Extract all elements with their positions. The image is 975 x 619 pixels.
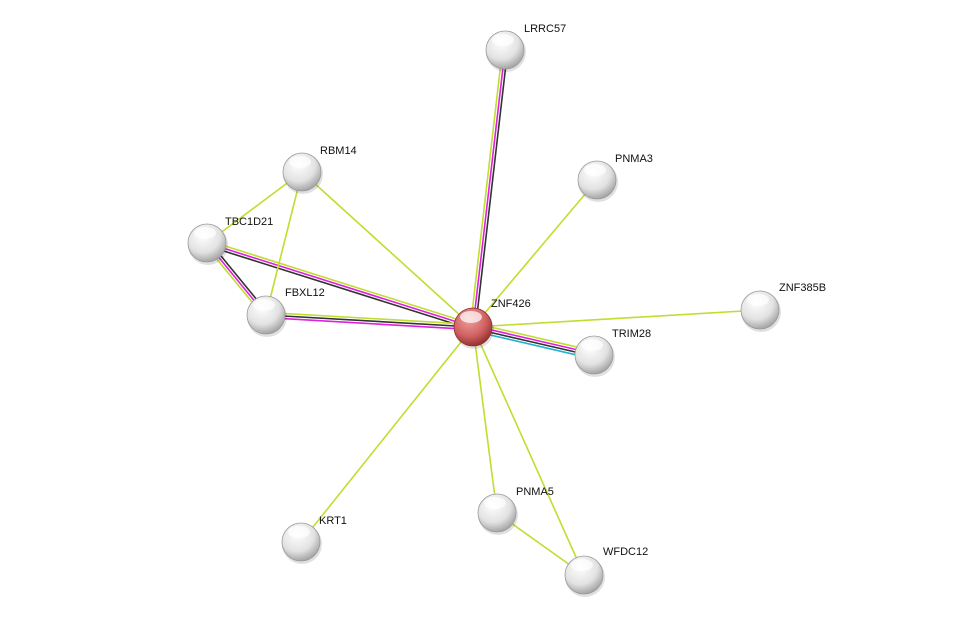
node-highlight (584, 164, 606, 176)
edge-line-coexpression (474, 50, 509, 328)
node-highlight (484, 497, 506, 509)
node-highlight (288, 526, 310, 538)
edge-line-textmining (472, 179, 598, 328)
node-znf385b[interactable]: ZNF385B (740, 282, 826, 332)
node-label: ZNF385B (779, 282, 826, 294)
edge-line-textmining (265, 171, 303, 316)
edge-znf426-trim28[interactable] (471, 322, 596, 360)
edge-line-textmining (472, 326, 498, 514)
node-krt1[interactable]: KRT1 (281, 515, 347, 564)
node-label: TRIM28 (612, 328, 651, 340)
node-wfdc12[interactable]: WFDC12 (564, 546, 648, 597)
edge-znf426-lrrc57[interactable] (469, 49, 509, 328)
edge-rbm14-fbxl12[interactable] (265, 171, 303, 316)
edge-znf426-znf385b[interactable] (472, 309, 761, 328)
edge-znf426-rbm14[interactable] (301, 171, 474, 328)
node-tbc1d21[interactable]: TBC1D21 (187, 216, 273, 265)
node-lrrc57[interactable]: LRRC57 (485, 23, 566, 72)
edge-line-coexpression (472, 327, 594, 358)
node-highlight (460, 311, 482, 323)
node-highlight (194, 227, 216, 239)
edge-line-textmining (206, 171, 303, 244)
node-highlight (492, 34, 514, 46)
edge-line-textmining (472, 309, 761, 328)
node-highlight (581, 339, 603, 351)
node-highlight (253, 299, 275, 311)
node-highlight (571, 559, 593, 571)
edge-line-coexpression (265, 314, 474, 328)
node-label: ZNF426 (491, 298, 531, 310)
node-pnma3[interactable]: PNMA3 (577, 153, 653, 202)
edge-line-textmining (469, 49, 504, 327)
node-label: KRT1 (319, 515, 347, 527)
edge-line-coexpression (205, 244, 473, 331)
edge-line-experiments (472, 49, 506, 328)
edge-line-textmining (473, 322, 596, 352)
node-fbxl12[interactable]: FBXL12 (246, 287, 325, 337)
edge-rbm14-tbc1d21[interactable] (206, 171, 303, 244)
edge-line-textmining (301, 171, 474, 328)
node-pnma5[interactable]: PNMA5 (477, 486, 554, 535)
node-highlight (289, 156, 311, 168)
edge-znf426-tbc1d21[interactable] (205, 239, 475, 331)
node-label: FBXL12 (285, 287, 325, 299)
edge-znf426-pnma3[interactable] (472, 179, 598, 328)
node-label: PNMA3 (615, 153, 653, 165)
edge-line-experiments (265, 316, 473, 331)
node-label: TBC1D21 (225, 216, 273, 228)
node-label: LRRC57 (524, 23, 566, 35)
edge-line-textmining (266, 311, 474, 326)
edge-line-textmining (207, 239, 475, 326)
edge-line-textmining (472, 326, 585, 576)
node-label: PNMA5 (516, 486, 554, 498)
edge-line-textmining (300, 326, 474, 543)
edge-line-database (471, 330, 594, 360)
node-label: RBM14 (320, 145, 357, 157)
edge-znf426-fbxl12[interactable] (265, 311, 474, 331)
edge-znf426-krt1[interactable] (300, 326, 474, 543)
node-label: WFDC12 (603, 546, 648, 558)
node-znf426[interactable]: ZNF426 (453, 298, 531, 349)
edge-line-experiments (473, 324, 595, 355)
node-highlight (747, 294, 769, 306)
edge-line-experiments (206, 242, 474, 328)
node-trim28[interactable]: TRIM28 (574, 328, 651, 377)
edge-znf426-wfdc12[interactable] (472, 326, 585, 576)
node-rbm14[interactable]: RBM14 (282, 145, 357, 194)
edge-znf426-pnma5[interactable] (472, 326, 498, 514)
